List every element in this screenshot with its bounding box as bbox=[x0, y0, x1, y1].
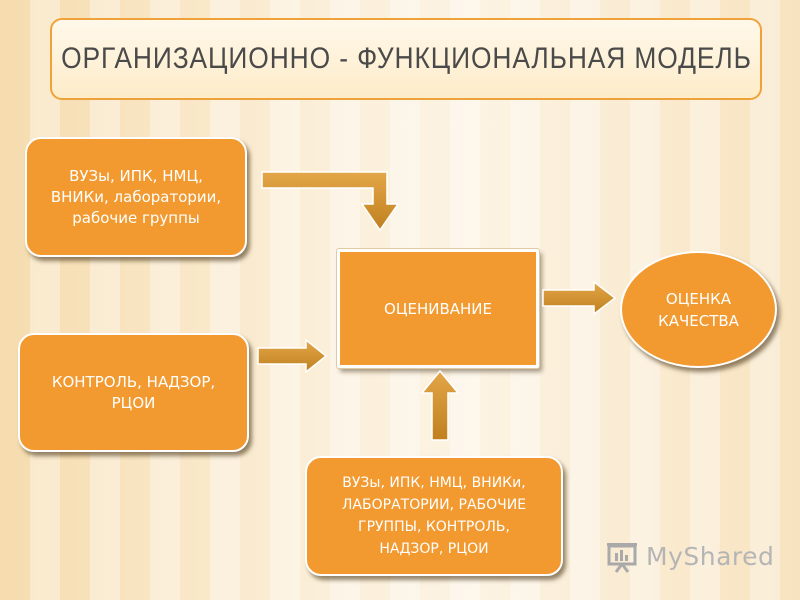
node-control: КОНТРОЛЬ, НАДЗОР, РЦОИ bbox=[18, 333, 249, 452]
node-universities-line-2: ВНИКи, лаборатории, bbox=[50, 187, 222, 206]
node-combined: ВУЗы, ИПК, НМЦ, ВНИКи, ЛАБОРАТОРИИ, РАБО… bbox=[305, 456, 563, 576]
node-quality-line-2: КАЧЕСТВА bbox=[658, 311, 739, 330]
node-assessment-label: ОЦЕНИВАНИЕ bbox=[384, 299, 492, 318]
node-assessment: ОЦЕНИВАНИЕ bbox=[337, 249, 539, 368]
node-combined-line-4: НАДЗОР, РЦОИ bbox=[379, 541, 489, 557]
arrow-up bbox=[420, 369, 460, 441]
arrow-control-right bbox=[257, 338, 328, 374]
watermark-logo: MyShared bbox=[606, 536, 776, 576]
node-universities: ВУЗы, ИПК, НМЦ, ВНИКи, лаборатории, рабо… bbox=[25, 137, 247, 257]
title-banner: ОРГАНИЗАЦИОННО - ФУНКЦИОНАЛЬНАЯ МОДЕЛЬ bbox=[50, 18, 762, 100]
node-quality-line-1: ОЦЕНКА bbox=[665, 289, 732, 308]
node-combined-line-3: ГРУППЫ, КОНТРОЛЬ, bbox=[358, 519, 510, 535]
node-combined-line-1: ВУЗы, ИПК, НМЦ, ВНИКи, bbox=[342, 475, 526, 491]
node-control-line-2: РЦОИ bbox=[111, 393, 156, 412]
node-universities-line-1: ВУЗы, ИПК, НМЦ, bbox=[69, 166, 203, 185]
node-combined-line-2: ЛАБОРАТОРИИ, РАБОЧИЕ bbox=[341, 497, 527, 513]
arrow-bent-down bbox=[261, 171, 400, 232]
node-quality: ОЦЕНКА КАЧЕСТВА bbox=[620, 251, 777, 368]
node-universities-line-3: рабочие группы bbox=[72, 208, 200, 227]
presentation-board-icon bbox=[607, 543, 637, 573]
node-control-line-1: КОНТРОЛЬ, НАДЗОР, bbox=[51, 372, 216, 391]
slide-title: ОРГАНИЗАЦИОННО - ФУНКЦИОНАЛЬНАЯ МОДЕЛЬ bbox=[60, 42, 752, 75]
watermark-text: MyShared bbox=[646, 541, 775, 571]
arrow-to-quality bbox=[542, 280, 617, 316]
